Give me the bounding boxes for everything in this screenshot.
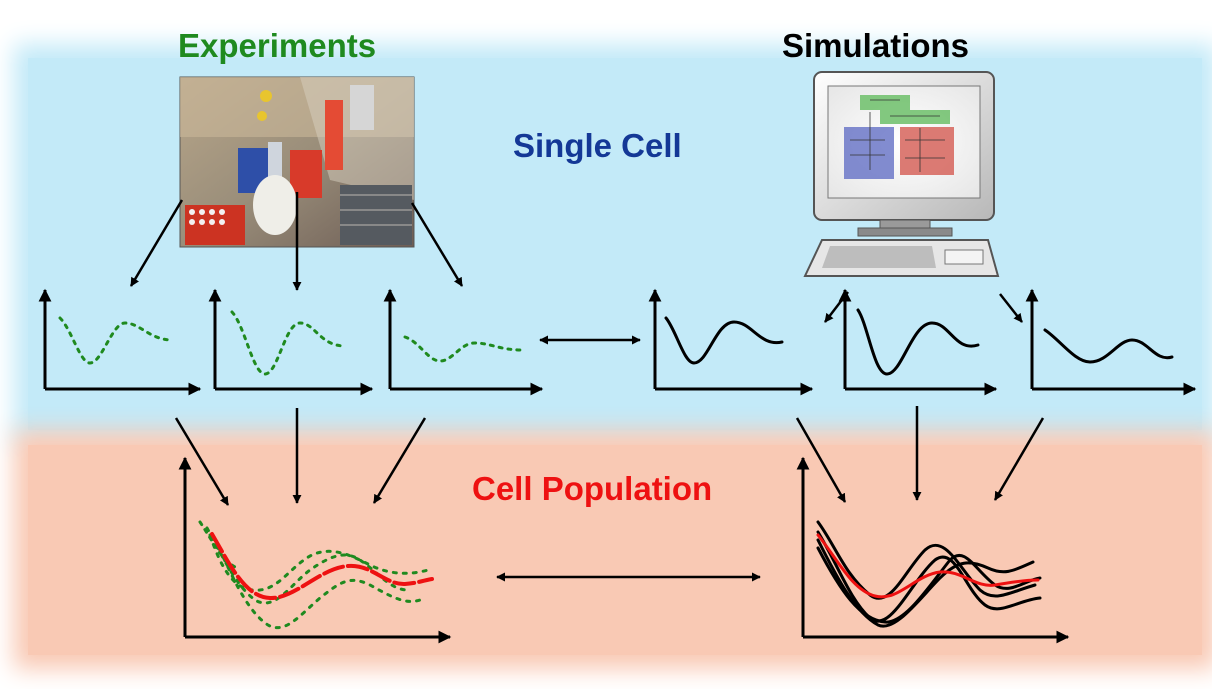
simulations-label: Simulations — [782, 27, 970, 64]
simulation-plot-1 — [648, 288, 814, 396]
simulation-plot-3 — [1025, 288, 1197, 396]
arrow-photo-to-plot-1 — [129, 199, 184, 287]
experiment-plot-2 — [208, 288, 374, 396]
experiment-to-population-arrows — [174, 408, 427, 506]
arrow-computer-to-plot-2 — [999, 293, 1023, 323]
experiment-plot-3 — [383, 288, 544, 396]
experiments-label: Experiments — [178, 27, 377, 64]
population-experiment-plot — [178, 456, 452, 644]
cell-population-label: Cell Population — [472, 470, 713, 507]
simulation-arrows — [824, 291, 1023, 323]
arrow-photo-to-plot-3 — [410, 202, 464, 287]
simulation-to-population-arrows — [795, 406, 1045, 503]
population-simulation-plot — [796, 456, 1070, 644]
computer-monitor-icon — [813, 71, 995, 237]
experiment-arrows — [129, 192, 464, 291]
simulation-plot-2 — [838, 288, 998, 396]
experiment-plot-1 — [38, 288, 202, 396]
lab-photo — [179, 76, 415, 248]
single-cell-label: Single Cell — [513, 127, 682, 164]
keyboard-icon — [803, 239, 1000, 277]
